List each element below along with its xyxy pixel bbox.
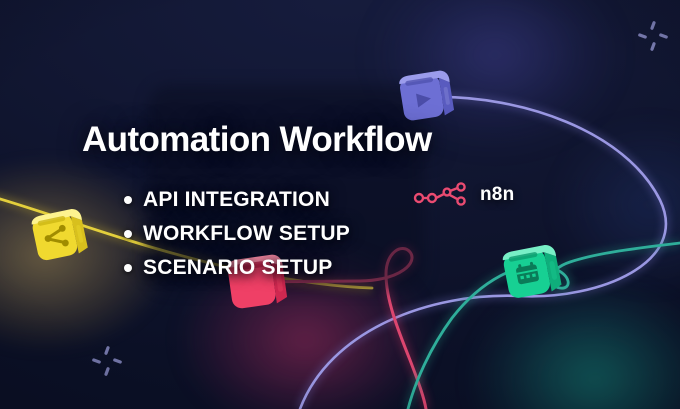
promo-banner: Automation Workflow API INTEGRATION WORK… [0,0,680,409]
vignette-overlay [0,0,680,409]
